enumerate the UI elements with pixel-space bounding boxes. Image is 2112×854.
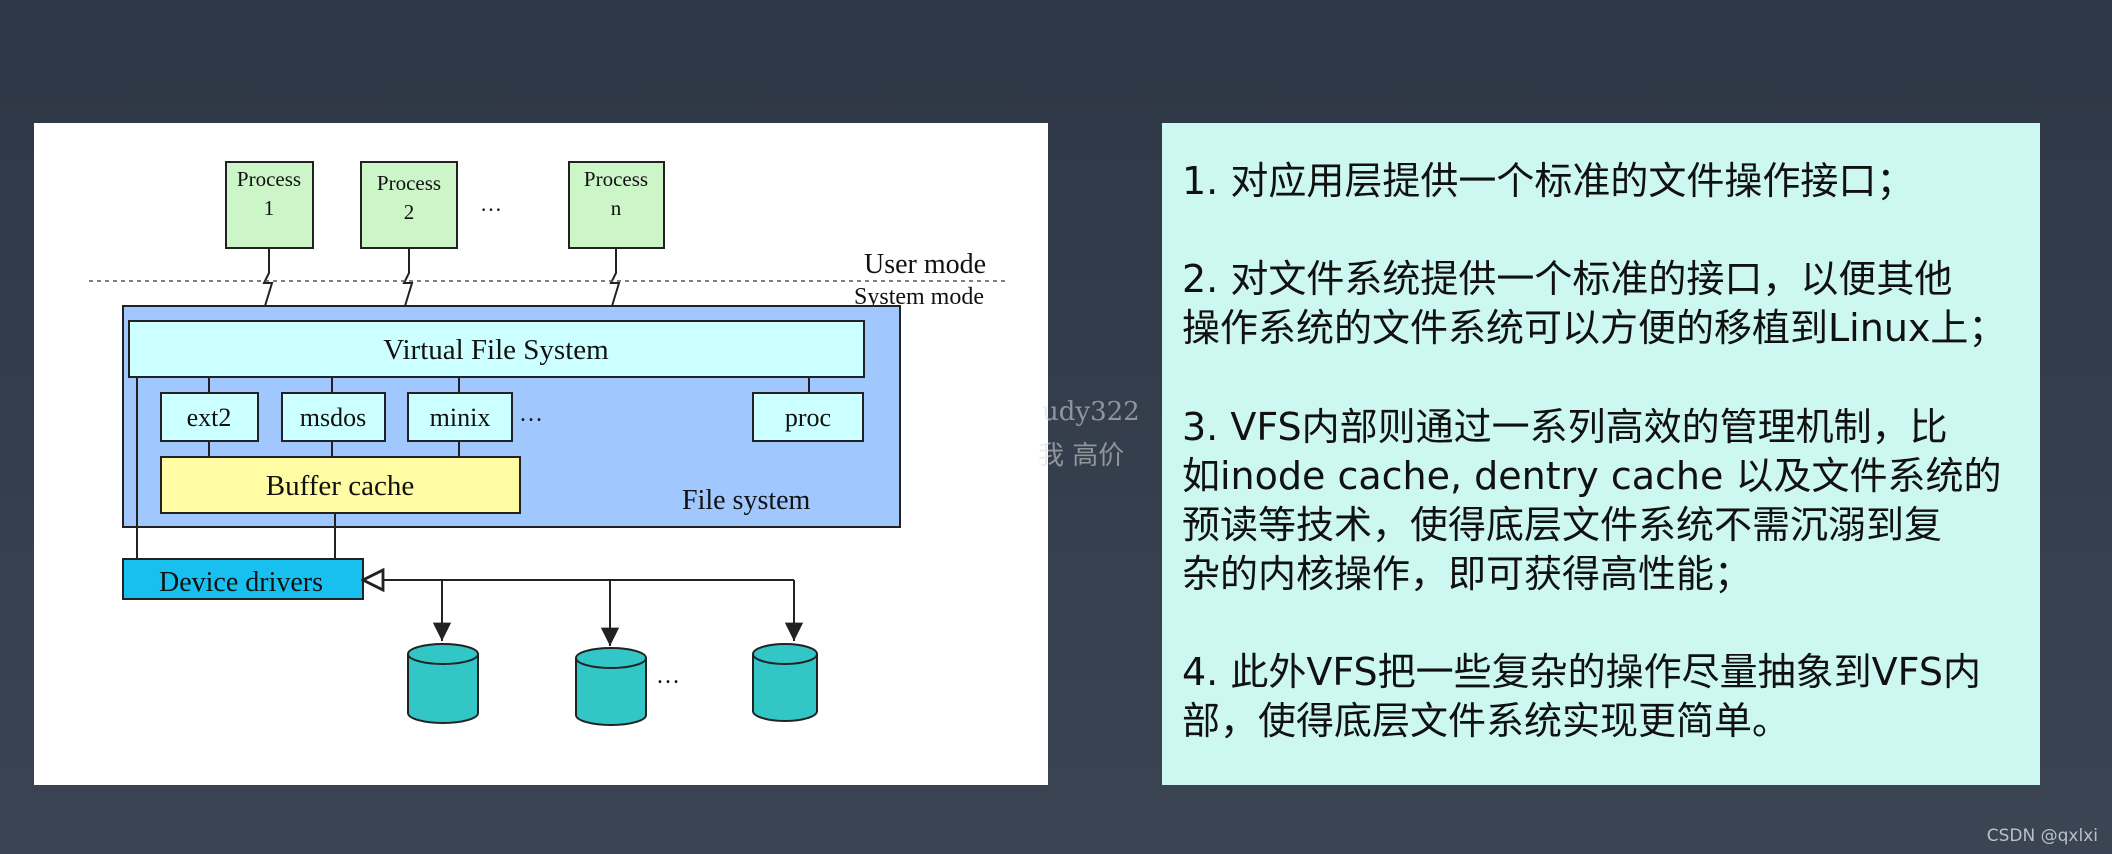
point-4: 4. 此外VFS把一些复杂的操作尽量抽象到VFS内 部，使得底层文件系统实现更简… [1182, 648, 2040, 746]
credit-label: CSDN @qxlxi [1986, 826, 2098, 846]
device-drivers-box [122, 558, 364, 600]
process-number: n [611, 196, 622, 220]
process-number: 2 [404, 200, 415, 224]
watermark-line-2: 我 高价 [1038, 441, 1125, 471]
point-line: 如inode cache, dentry cache 以及文件系统的 [1182, 454, 2002, 498]
process-number: 1 [264, 196, 275, 220]
point-line: 部，使得底层文件系统实现更简单。 [1182, 699, 1791, 743]
process-ellipsis: … [480, 191, 502, 216]
point-line: 1. 对应用层提供一个标准的文件操作接口； [1182, 159, 1915, 203]
point-line: 杂的内核操作，即可获得高性能； [1182, 552, 1753, 596]
disk-1 [407, 643, 479, 724]
fs-label: ext2 [187, 403, 232, 432]
process-box-1: Process 1 [225, 161, 314, 249]
process-label: Process [237, 167, 301, 191]
point-line: 操作系统的文件系统可以方便的移植到Linux上； [1182, 306, 2007, 350]
point-2: 2. 对文件系统提供一个标准的接口，以便其他 操作系统的文件系统可以方便的移植到… [1182, 255, 2040, 353]
disk-2 [575, 647, 647, 726]
fs-box-ext2: ext2 [160, 392, 259, 442]
buffer-cache-label: Buffer cache [266, 470, 414, 502]
fs-buffer-connectors [208, 441, 460, 457]
point-line: 2. 对文件系统提供一个标准的接口，以便其他 [1182, 257, 1953, 301]
vfs-fs-connectors [208, 377, 810, 393]
point-3: 3. VFS内部则通过一系列高效的管理机制，比 如inode cache, de… [1182, 403, 2040, 599]
point-line: 4. 此外VFS把一些复杂的操作尽量抽象到VFS内 [1182, 650, 1981, 694]
process-box-2: Process 2 [360, 161, 458, 249]
vfs-box [128, 320, 865, 378]
disk-ellipsis: … [656, 663, 680, 689]
fs-ellipsis: … [519, 401, 543, 427]
process-label: Process [584, 167, 648, 191]
syscall-connectors [262, 248, 621, 307]
process-label: Process [377, 171, 441, 195]
device-drivers-label: Device drivers [159, 567, 323, 598]
fs-label: minix [430, 403, 491, 432]
file-system-label: File system [682, 485, 811, 516]
watermark-line-1: udy322 [1042, 397, 1140, 427]
fs-box-minix: minix [407, 392, 513, 442]
point-1: 1. 对应用层提供一个标准的文件操作接口； [1182, 157, 2040, 206]
fs-label: proc [785, 403, 831, 432]
disk-3 [752, 643, 818, 722]
fs-box-proc: proc [752, 392, 864, 442]
buffer-cache-box [160, 456, 521, 514]
vfs-architecture-diagram: Process 1 Process 2 … Process n User mod… [34, 123, 1048, 785]
point-line: 3. VFS内部则通过一系列高效的管理机制，比 [1182, 405, 1948, 449]
disk-bus [363, 580, 804, 646]
point-line: 预读等技术，使得底层文件系统不需沉溺到复 [1182, 503, 1943, 547]
vfs-description-panel: 1. 对应用层提供一个标准的文件操作接口； 2. 对文件系统提供一个标准的接口，… [1162, 123, 2040, 785]
fs-label: msdos [300, 403, 366, 432]
process-box-n: Process n [568, 161, 665, 249]
user-mode-label: User mode [864, 249, 986, 280]
fs-box-msdos: msdos [281, 392, 386, 442]
vfs-label: Virtual File System [383, 334, 609, 366]
